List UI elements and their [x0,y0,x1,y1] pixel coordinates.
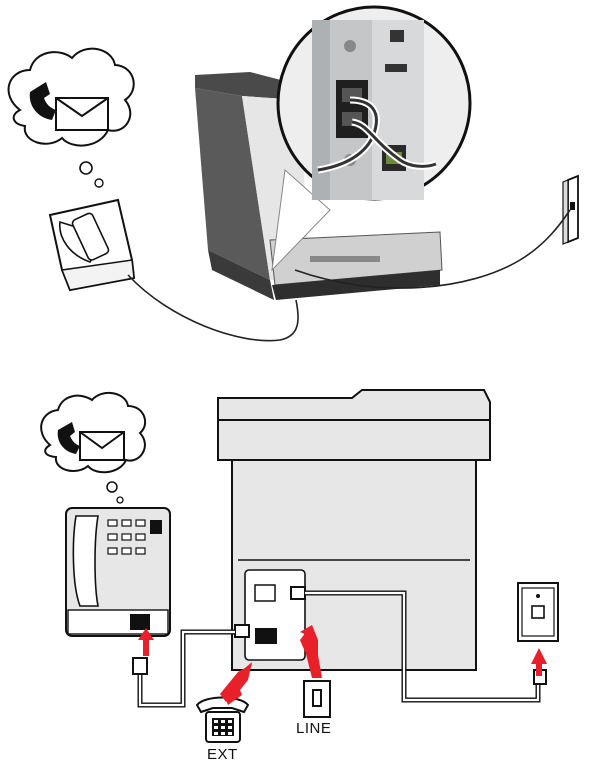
phone-fax-bubble-icon [7,47,135,188]
arrow-icon [138,625,547,705]
wall-jack-icon [517,582,559,642]
line-cord-icon [303,680,331,718]
printer-rear-panel [217,389,491,671]
fax-ports-zoom [271,5,472,272]
top-cables [127,209,571,342]
ext-label: EXT [207,746,238,763]
bottom-diagram [40,389,559,743]
answering-machine-icon [48,198,136,292]
line-port-icon [255,628,277,644]
wall-jack-icon [562,174,579,245]
top-illustration [7,5,579,342]
line-label: LINE [296,720,332,737]
answering-machine-icon [65,507,171,637]
telephone-icon [195,696,250,743]
phone-fax-bubble-icon [40,391,147,504]
ext-port-icon [290,586,306,600]
